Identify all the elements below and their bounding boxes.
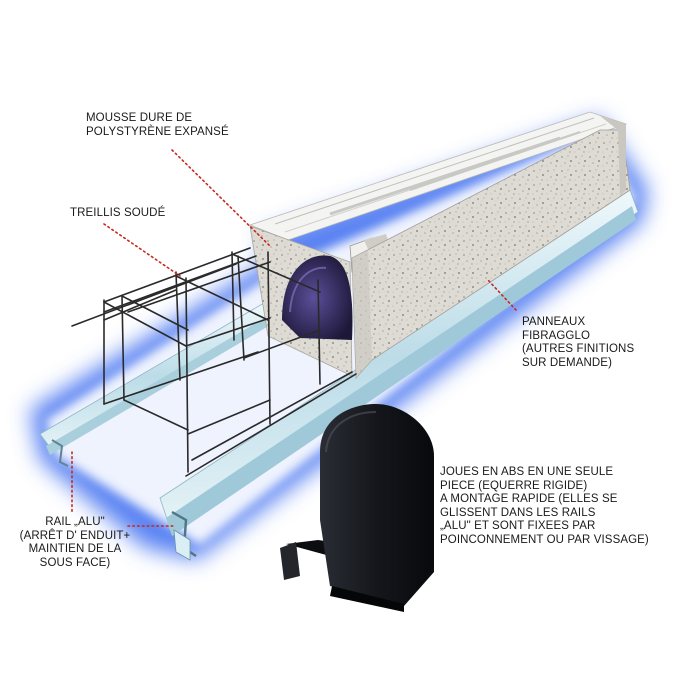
leader-mesh [103, 223, 181, 277]
label-line: (AUTRES FINITIONS [522, 343, 635, 355]
polystyrene-end [249, 225, 353, 377]
polystyrene-top [248, 111, 628, 241]
label-line: GLISSENT DANS LES RAILS [440, 506, 596, 519]
label-line: MAINTIEN DE LA [28, 543, 122, 555]
label-line: PANNEAUX [522, 316, 586, 328]
label-line: MOUSSE DURE DE [86, 112, 193, 124]
welded-mesh [71, 247, 357, 477]
label-alu-rail: RAIL „ALU" (ARRÊT D' ENDUIT+ MAINTIEN DE… [12, 516, 138, 570]
label-line: JOUES EN ABS EN UNE SEULE [440, 466, 614, 478]
leader-foam [171, 149, 271, 247]
front-rail [159, 189, 639, 561]
label-line: SOUS FACE) [39, 556, 111, 569]
label-line: PIECE (EQUERRE RIGIDE) [440, 479, 588, 492]
fibragglo-panel [351, 116, 631, 380]
leader-lines [71, 149, 517, 527]
label-line: POINCONNEMENT OU PAR VISSAGE) [440, 533, 649, 546]
label-fibragglo-panels: PANNEAUX FIBRAGGLO (AUTRES FINITIONS SUR… [522, 316, 634, 370]
label-line: A MONTAGE RAPIDE (ELLES SE [440, 493, 618, 505]
label-line: RAIL „ALU" [45, 516, 105, 528]
label-abs-cheeks: JOUES EN ABS EN UNE SEULE PIECE (EQUERRE… [440, 466, 649, 547]
label-line: FIBRAGGLO [522, 329, 590, 342]
label-welded-mesh: TREILLIS SOUDÉ [70, 207, 165, 221]
leader-panels [487, 279, 517, 311]
abs-cheek [280, 404, 434, 612]
label-line: POLYSTYRÈNE EXPANSÉ [86, 125, 229, 138]
label-line: SUR DEMANDE) [522, 356, 613, 369]
label-line: TREILLIS SOUDÉ [70, 207, 166, 219]
label-line: (ARRÊT D' ENDUIT+ [19, 529, 131, 542]
label-line: „ALU" ET SONT FIXEES PAR [440, 520, 596, 532]
label-polystyrene-foam: MOUSSE DURE DE POLYSTYRÈNE EXPANSÉ [86, 112, 229, 139]
